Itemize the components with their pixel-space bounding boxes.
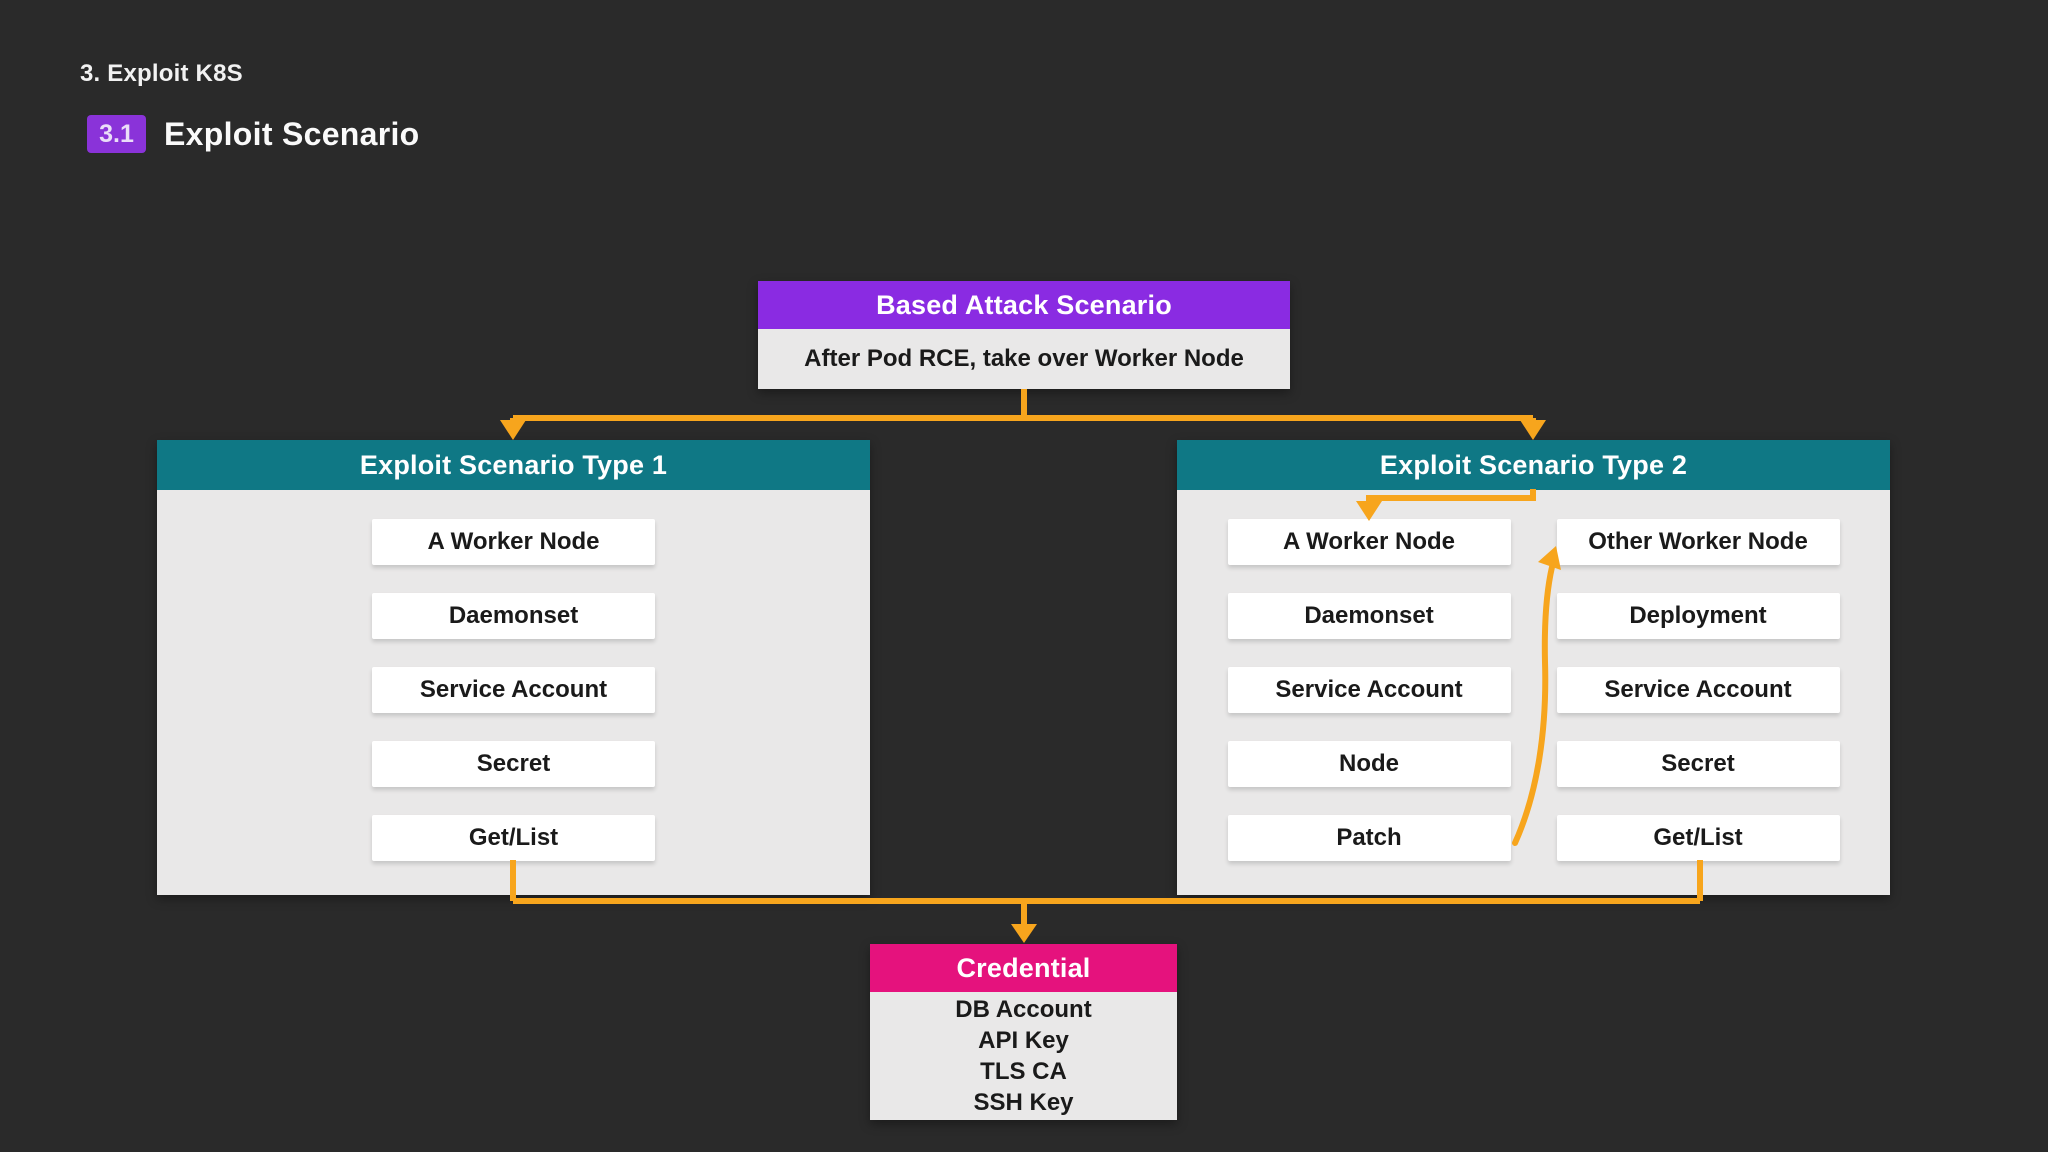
type1-column: A Worker Node Daemonset Service Account … xyxy=(372,519,655,865)
type1-item-get-list: Get/List xyxy=(372,815,655,861)
type2-item-secret: Secret xyxy=(1556,741,1840,787)
credential-item-tls-ca: TLS CA xyxy=(980,1058,1067,1085)
credential-box: Credential DB Account API Key TLS CA SSH… xyxy=(870,944,1177,1120)
credential-item-api-key: API Key xyxy=(978,1027,1069,1054)
arrowhead-credential xyxy=(1011,924,1037,943)
type2-right-column: Other Worker Node Deployment Service Acc… xyxy=(1556,519,1840,865)
based-attack-scenario-box: Based Attack Scenario After Pod RCE, tak… xyxy=(758,281,1290,389)
exploit-scenario-type2-box: Exploit Scenario Type 2 A Worker Node Da… xyxy=(1177,440,1890,895)
exploit-scenario-type2-header: Exploit Scenario Type 2 xyxy=(1177,440,1890,490)
type2-item-a-worker-node: A Worker Node xyxy=(1227,519,1511,565)
type1-item-secret: Secret xyxy=(372,741,655,787)
exploit-scenario-type2-body: A Worker Node Daemonset Service Account … xyxy=(1177,490,1890,895)
type2-item-service-account-2: Service Account xyxy=(1556,667,1840,713)
type2-item-deployment: Deployment xyxy=(1556,593,1840,639)
page-title: Exploit Scenario xyxy=(164,115,420,152)
based-attack-scenario-subtitle: After Pod RCE, take over Worker Node xyxy=(758,329,1290,389)
exploit-scenario-type1-body: A Worker Node Daemonset Service Account … xyxy=(157,490,870,895)
type2-item-daemonset: Daemonset xyxy=(1227,593,1511,639)
section-label: 3. Exploit K8S xyxy=(80,60,243,87)
type2-item-get-list: Get/List xyxy=(1556,815,1840,861)
credential-body: DB Account API Key TLS CA SSH Key xyxy=(870,992,1177,1120)
type2-item-patch: Patch xyxy=(1227,815,1511,861)
type1-item-service-account: Service Account xyxy=(372,667,655,713)
type2-item-service-account: Service Account xyxy=(1227,667,1511,713)
title-row: 3.1 Exploit Scenario xyxy=(87,115,420,153)
type2-left-column: A Worker Node Daemonset Service Account … xyxy=(1227,519,1511,865)
based-attack-scenario-header: Based Attack Scenario xyxy=(758,281,1290,329)
connector-root-split xyxy=(510,389,1536,422)
credential-item-db-account: DB Account xyxy=(955,996,1092,1023)
type2-item-node: Node xyxy=(1227,741,1511,787)
type2-item-other-worker-node: Other Worker Node xyxy=(1556,519,1840,565)
credential-item-ssh-key: SSH Key xyxy=(973,1089,1074,1116)
type1-item-daemonset: Daemonset xyxy=(372,593,655,639)
arrowhead-to-type1 xyxy=(500,420,526,440)
section-badge: 3.1 xyxy=(87,115,146,153)
exploit-scenario-type1-box: Exploit Scenario Type 1 A Worker Node Da… xyxy=(157,440,870,895)
arrowhead-to-type2 xyxy=(1520,420,1546,440)
credential-header: Credential xyxy=(870,944,1177,992)
type1-item-a-worker-node: A Worker Node xyxy=(372,519,655,565)
exploit-scenario-type1-header: Exploit Scenario Type 1 xyxy=(157,440,870,490)
